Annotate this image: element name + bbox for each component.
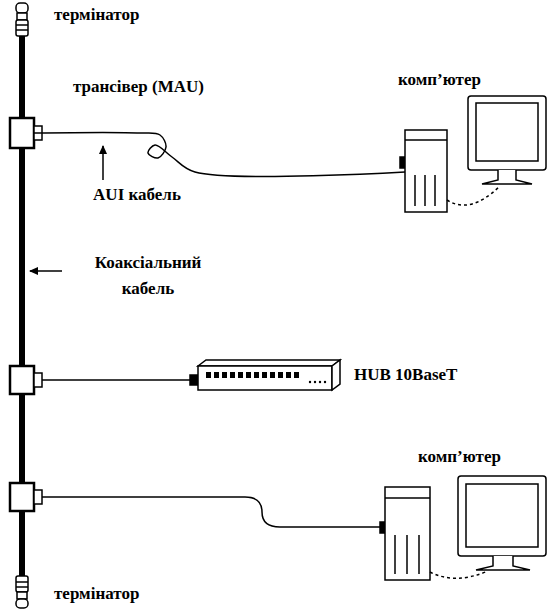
aui-cable (34, 133, 405, 177)
callout-label: Коаксіальний кабель (68, 250, 228, 302)
node-label: термінатор (54, 5, 139, 25)
callout-label: AUI кабель (72, 182, 202, 208)
leader-arrow (30, 270, 62, 272)
aui-cable (42, 379, 192, 381)
terminator-symbol (16, 3, 28, 36)
node-label: термінатор (54, 584, 139, 604)
computer: комп’ютер (405, 130, 447, 212)
leader-arrow (102, 146, 104, 180)
node-label: комп’ютер (418, 447, 501, 467)
node-label: комп’ютер (398, 70, 481, 90)
terminator: термінатор (14, 576, 30, 608)
transceiver-symbol (10, 118, 42, 511)
transceiver: трансівер (MAU) (10, 118, 34, 148)
terminator: термінатор (14, 2, 30, 38)
terminator-symbol (16, 576, 28, 608)
hub: HUB 10BaseT (198, 360, 340, 390)
node-label: HUB 10BaseT (354, 365, 457, 385)
computer-illustration (380, 476, 546, 580)
hub-illustration (190, 360, 340, 390)
aui-cable (42, 497, 382, 527)
computer: комп’ютер (385, 487, 430, 580)
computer-illustration (400, 96, 546, 212)
node-label: трансівер (MAU) (73, 77, 204, 97)
